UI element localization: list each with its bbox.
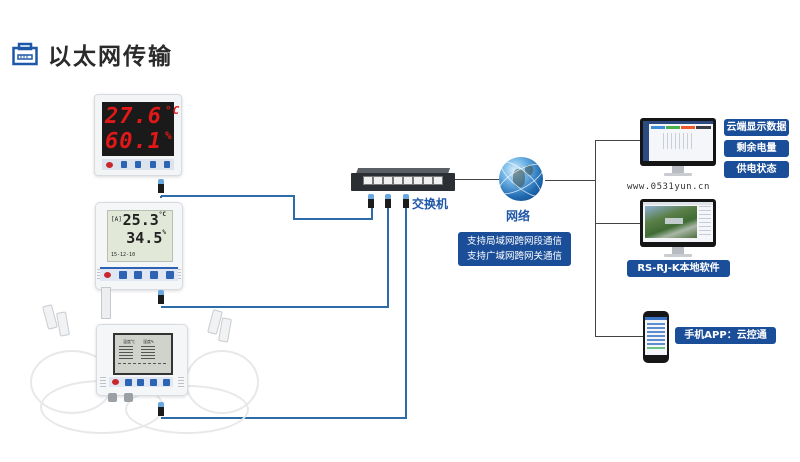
device-button[interactable]: [135, 161, 142, 168]
vent-icon: [175, 269, 181, 281]
lcd-button-bar: [100, 267, 178, 281]
cloud-platform-monitor: [640, 118, 716, 178]
cable-device1-v: [293, 195, 295, 220]
cable-gland: [108, 393, 117, 402]
lcd-footer: [118, 363, 166, 365]
device-button[interactable]: [163, 161, 170, 168]
vent-icon: [178, 377, 184, 389]
tag-cloud-data: 云端显示数据: [724, 119, 789, 136]
rj45-connector-icon: [385, 194, 391, 208]
led-button-bar: [102, 159, 174, 170]
rj45-connector-icon: [403, 194, 409, 208]
device-button[interactable]: [118, 271, 127, 279]
mobile-app-label: 手机APP：云控通: [675, 327, 776, 344]
line-branch-mobile: [595, 336, 643, 337]
line-branch-local: [595, 223, 640, 224]
led-humidity: 60.1: [105, 129, 162, 154]
cable-device1-v2: [371, 208, 373, 220]
line-switch-globe: [455, 179, 499, 180]
page-title: 以太网传输: [12, 38, 173, 70]
device-button[interactable]: [121, 161, 128, 168]
line-globe-branch: [545, 180, 596, 181]
device-button[interactable]: [163, 378, 171, 386]
local-software-screen: [643, 202, 713, 242]
local-software-label: RS-RJ-K本地软件: [627, 260, 730, 277]
led-temperature-unit: °C: [164, 104, 181, 117]
cable-device2-h: [161, 306, 389, 308]
temperature-probe: [101, 287, 111, 319]
probe-sensor: [42, 304, 58, 330]
device-button[interactable]: [166, 271, 175, 279]
led-temperature: 27.6: [105, 104, 162, 129]
device-button[interactable]: [149, 161, 156, 168]
lcd-temperature: 25.3°C: [123, 211, 166, 229]
device-button[interactable]: [150, 271, 159, 279]
lcd-screen: [A] 25.3°C 34.5% 15-12-10: [107, 210, 173, 262]
globe-icon: [498, 157, 544, 201]
lcd-data-lines: [141, 346, 155, 360]
multi-probe-recorder-device: 温度℃ 湿度%: [96, 324, 188, 396]
led-display-device: 27.6°C 60.1%: [94, 94, 182, 176]
device-button[interactable]: [137, 378, 145, 386]
lcd-header-temp: 温度℃: [123, 339, 135, 344]
brand-logo-icon: [111, 379, 119, 385]
rj45-connector-icon: [158, 402, 164, 416]
local-software-monitor: [640, 199, 716, 259]
cloud-url[interactable]: www.0531yun.cn: [627, 182, 710, 192]
probe-sensor: [55, 311, 71, 337]
line-branch-cloud: [595, 140, 640, 141]
brand-logo-icon: [103, 272, 111, 278]
ethernet-port-icon: [12, 42, 38, 66]
lcd-temperature-value: 25.3: [122, 211, 159, 229]
lcd-data-lines: [119, 346, 133, 360]
lcd-temperature-unit: °C: [158, 211, 166, 218]
lcd-humidity-unit: %: [162, 229, 166, 236]
vent-icon: [100, 377, 106, 389]
network-info-line-2: 支持广域网跨网关通信: [466, 251, 562, 262]
rj45-connector-icon: [158, 179, 164, 193]
cable-gland: [124, 393, 133, 402]
device-button[interactable]: [134, 271, 143, 279]
switch-label: 交换机: [412, 197, 449, 211]
led-humidity-row: 60.1%: [105, 129, 173, 154]
tag-battery: 剩余电量: [724, 140, 789, 157]
lcd-time: 15-12-10: [111, 252, 136, 258]
cable-device2-v: [387, 208, 389, 308]
globe-label: 网络: [506, 209, 531, 223]
led-screen: 27.6°C 60.1%: [102, 102, 179, 156]
cable-device1-h2: [293, 218, 373, 220]
brand-logo-icon: [106, 161, 114, 168]
network-info-line-1: 支持局域网跨网段通信: [466, 236, 562, 247]
lcd-humidity-value: 34.5: [126, 229, 163, 247]
cable-device3-h: [161, 417, 407, 419]
mobile-app-screen: [645, 317, 667, 355]
lcd-recorder-device: [A] 25.3°C 34.5% 15-12-10: [95, 202, 183, 290]
led-humidity-unit: %: [164, 129, 173, 142]
device-button[interactable]: [124, 378, 132, 386]
lcd-channel-label: [A]: [111, 216, 122, 223]
lcd-header-hum: 湿度%: [143, 339, 154, 344]
line-branch-vertical: [595, 140, 596, 336]
mobile-phone: [643, 311, 669, 363]
rj45-connector-icon: [158, 290, 164, 304]
led-temperature-row: 27.6°C: [105, 104, 180, 129]
network-switch: [351, 168, 455, 194]
cable-device1-h1: [161, 195, 295, 197]
lcd-humidity: 34.5%: [126, 229, 166, 247]
lcd-button-bar: [109, 377, 173, 387]
cable-device3-v: [405, 208, 407, 419]
lcd-screen: 温度℃ 湿度%: [113, 333, 173, 375]
network-info-box: 支持局域网跨网段通信 支持广域网跨网关通信: [458, 232, 571, 266]
rj45-connector-icon: [368, 194, 374, 208]
title-text: 以太网传输: [48, 44, 173, 70]
device-button[interactable]: [150, 378, 158, 386]
cable-device1: [160, 196, 162, 198]
cloud-dashboard-screen: [643, 121, 713, 161]
tag-power-status: 供电状态: [724, 161, 789, 178]
